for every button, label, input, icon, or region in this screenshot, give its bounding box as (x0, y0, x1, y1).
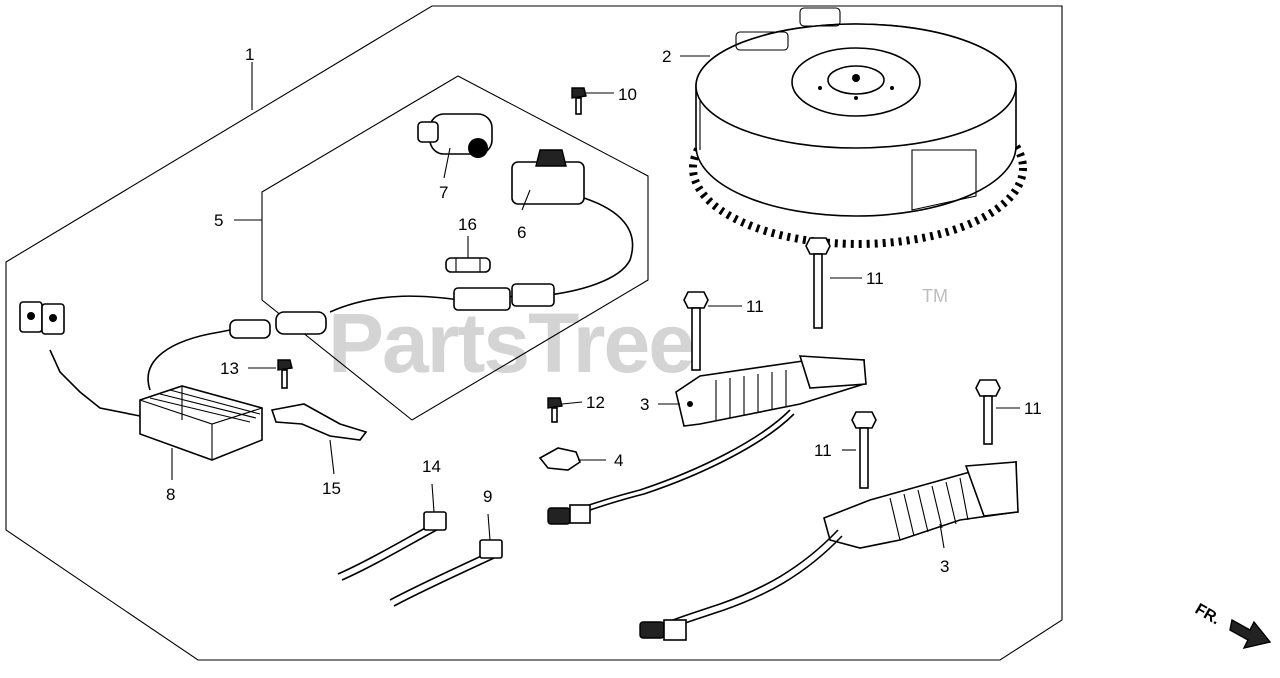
cable-tie-14 (337, 511, 447, 581)
callout-11-b: 11 (746, 297, 764, 316)
watermark-trademark: TM (922, 286, 948, 306)
bolt-11-b (683, 291, 709, 371)
bolt-11-a (805, 237, 831, 329)
callout-7: 7 (439, 183, 448, 202)
fuse-16 (445, 257, 491, 273)
flywheel (689, 7, 1027, 248)
callout-15: 15 (322, 479, 341, 498)
coil-upper-connector (547, 504, 591, 525)
callout-12: 12 (586, 393, 605, 412)
callout-8: 8 (166, 485, 175, 504)
rectifier-regulator (139, 385, 263, 461)
callout-3-upper: 3 (640, 395, 649, 414)
screw-13 (277, 359, 293, 389)
callout-3-lower: 3 (940, 557, 949, 576)
front-arrow-icon (1229, 618, 1272, 650)
harness-cable (229, 283, 555, 339)
callout-6: 6 (517, 223, 526, 242)
regulator-bracket-15 (270, 403, 368, 441)
screw-10 (571, 87, 587, 115)
cable-tie-9 (389, 539, 503, 607)
screw-12 (547, 397, 563, 423)
regulator-wire-b (147, 327, 241, 391)
callout-10: 10 (618, 85, 637, 104)
callout-11-c: 11 (814, 441, 832, 460)
callout-5: 5 (214, 211, 223, 230)
callout-14: 14 (422, 457, 441, 476)
callout-2: 2 (662, 47, 671, 66)
assembly-outline (5, 5, 1063, 661)
leader-lines (171, 55, 1020, 549)
front-direction-indicator: FR. (1192, 601, 1272, 650)
stator-coil-lower (659, 461, 1019, 633)
front-label: FR. (1192, 601, 1223, 629)
watermark-text: PartsTree (328, 296, 693, 390)
connector-6 (511, 149, 634, 297)
callout-11-a: 11 (866, 269, 884, 288)
callout-11-d: 11 (1024, 399, 1042, 418)
harness-group-outline (261, 75, 649, 421)
coil-lower-connector (639, 619, 687, 641)
callout-9: 9 (483, 487, 492, 506)
clip-4 (538, 447, 581, 471)
regulator-wire-a (49, 349, 141, 417)
regulator-plug (19, 301, 65, 335)
fuse-holder-7 (417, 113, 493, 158)
callout-1: 1 (245, 45, 254, 64)
callout-4: 4 (614, 451, 623, 470)
bolt-11-c (851, 411, 877, 489)
bolt-11-d (975, 379, 1001, 445)
callout-16: 16 (458, 215, 477, 234)
callout-13: 13 (220, 359, 239, 378)
